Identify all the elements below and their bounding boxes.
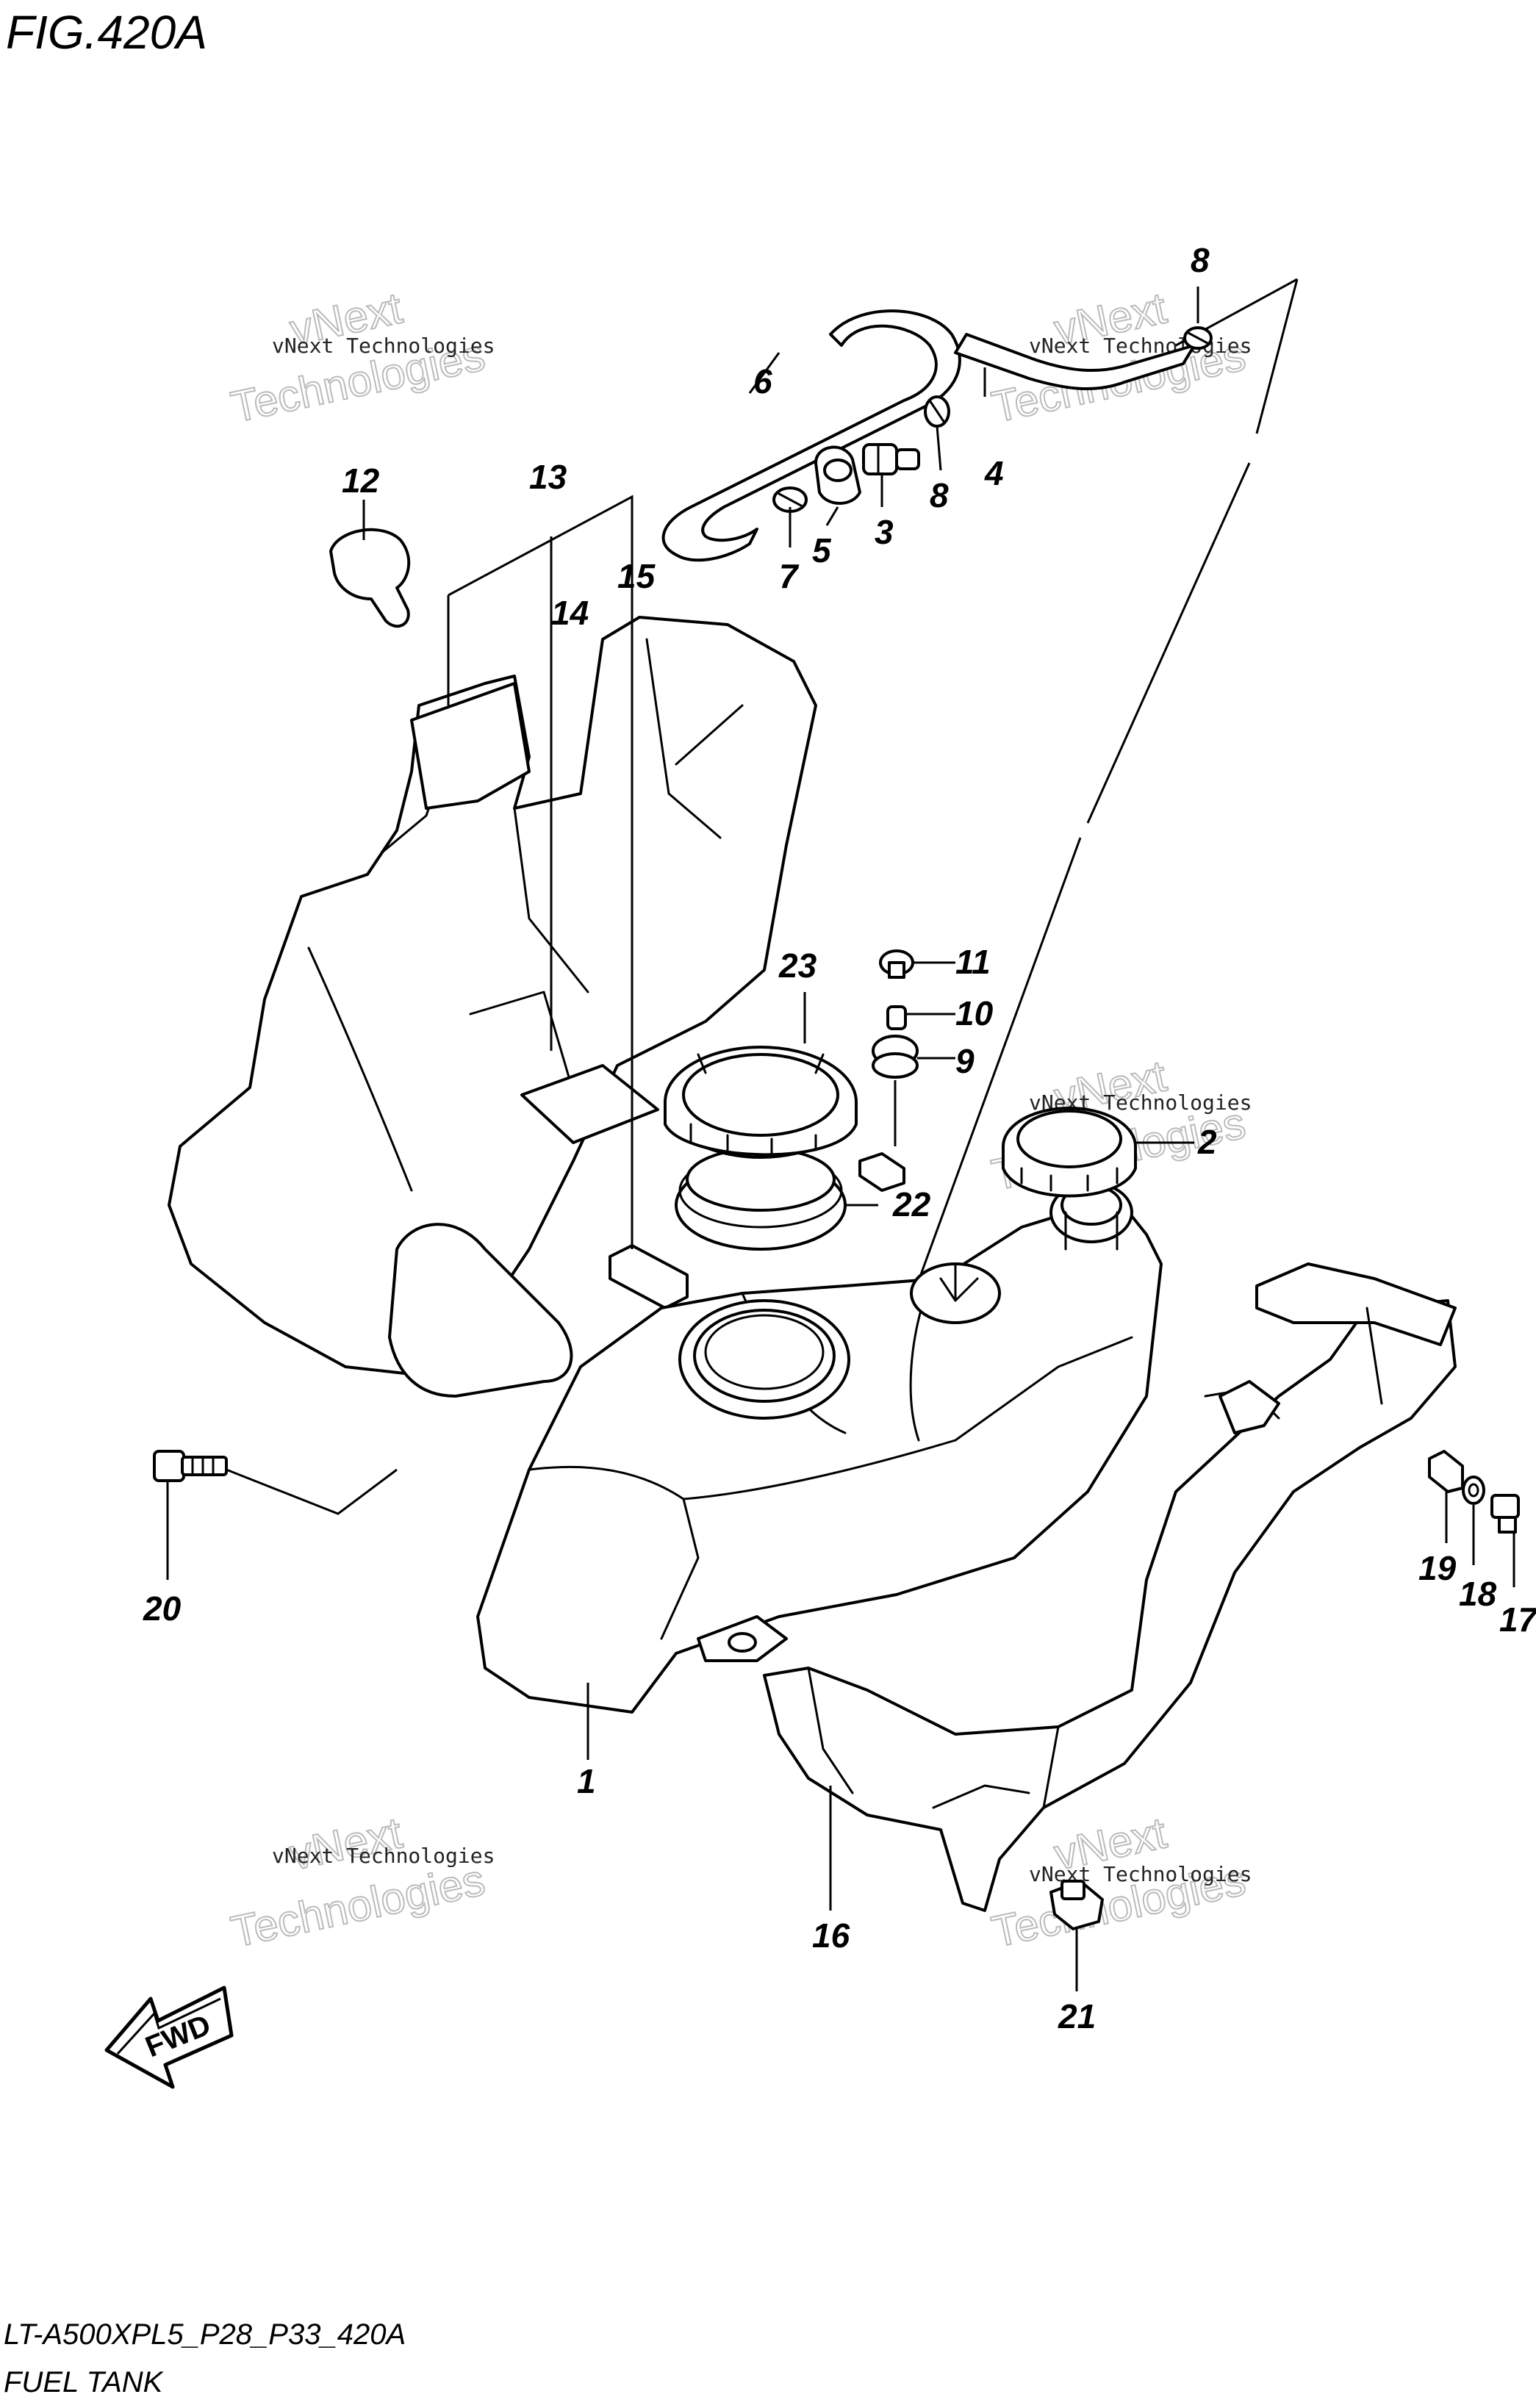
section-name: FUEL TANK [4,2366,165,2398]
valve-part-3 [862,443,920,475]
model-code: LT-A500XPL5_P28_P33_420A [4,2318,406,2351]
callout-9: 9 [955,1042,975,1080]
watermark-text: vNext Technologies [272,334,495,358]
callout-11: 11 [955,943,991,981]
clamp-part-8-lower [924,395,950,428]
washer-part-18 [1462,1476,1485,1505]
cover-detail [307,638,744,1192]
watermark-bottom-right: Technologies vNext vNext Technologies [987,1807,1252,1957]
leader-11-9 [894,961,955,1146]
bolt-part-20 [153,1450,228,1482]
collar-part-19 [1428,1450,1464,1493]
label-patch-15 [609,1244,689,1309]
callout-14: 14 [551,594,589,632]
callout-5: 5 [812,531,832,569]
callout-22: 22 [892,1185,931,1223]
side-cover-part-16 [763,1299,1457,1912]
callout-1: 1 [577,1762,596,1800]
callout-6: 6 [753,362,772,400]
callout-13: 13 [529,458,567,496]
watermark-big-text: Technologies [227,1855,489,1956]
callout-2: 2 [1197,1123,1217,1161]
leader-13-14-15 [447,287,1199,1249]
lock-ring-part-23 [664,1046,858,1159]
figure-title: FIG.420A [6,6,207,59]
grommet-part-9 [872,1035,919,1079]
callout-8-lower: 8 [930,476,949,514]
clip-part-21 [1049,1880,1104,1930]
collar-part-10 [886,1005,907,1030]
callout-18: 18 [1459,1575,1497,1613]
clamp-part-5 [814,445,861,505]
callout-21: 21 [1058,1997,1096,2035]
callout-15: 15 [617,557,656,595]
bolt-part-11 [879,949,914,979]
tank-contour [528,1292,1133,1640]
leader-19-17 [1445,1492,1515,1587]
callout-16: 16 [812,1916,850,1955]
callout-3: 3 [875,513,894,551]
callout-17: 17 [1499,1600,1536,1639]
callout-8-upper: 8 [1191,241,1210,279]
callout-23: 23 [778,946,817,985]
callout-7: 7 [779,557,800,595]
leader-line-long [910,278,1299,1301]
callout-10: 10 [955,994,994,1032]
leader-20 [166,1468,398,1580]
seal-ring-part-22 [675,1147,847,1251]
watermark-text: vNext Technologies [272,1844,495,1868]
callout-20: 20 [143,1589,182,1628]
clamp-part-7 [772,486,808,513]
label-patch-14 [520,1064,659,1144]
cover-tab-left [410,682,531,810]
clamp-part-8-upper [1183,326,1213,350]
callout-19: 19 [1418,1549,1457,1587]
fuel-pump [388,1223,573,1398]
fuel-cap-part-2 [1002,1107,1137,1198]
watermark-text: vNext Technologies [1029,334,1252,358]
fwd-arrow-icon: FWD [104,1985,234,2089]
fuel-tank-cover [168,616,817,1376]
tank-pump-opening [678,1299,850,1420]
clip-part-12 [329,528,411,628]
side-cover-top-flap [1255,1262,1457,1346]
tank-gauge-fitting [910,1262,1001,1324]
fuel-tank [476,1196,1163,1714]
breather-hose [661,309,961,562]
watermark-bottom-left: Technologies vNext vNext Technologies [226,1807,495,1957]
callout-4: 4 [984,454,1004,492]
callout-12: 12 [342,461,380,500]
side-cover-bracket [1219,1380,1280,1434]
tank-bracket-square [858,1152,905,1192]
bolt-part-17 [1490,1494,1520,1534]
watermark-top-left: Technologies vNext vNext Technologies [226,282,495,432]
